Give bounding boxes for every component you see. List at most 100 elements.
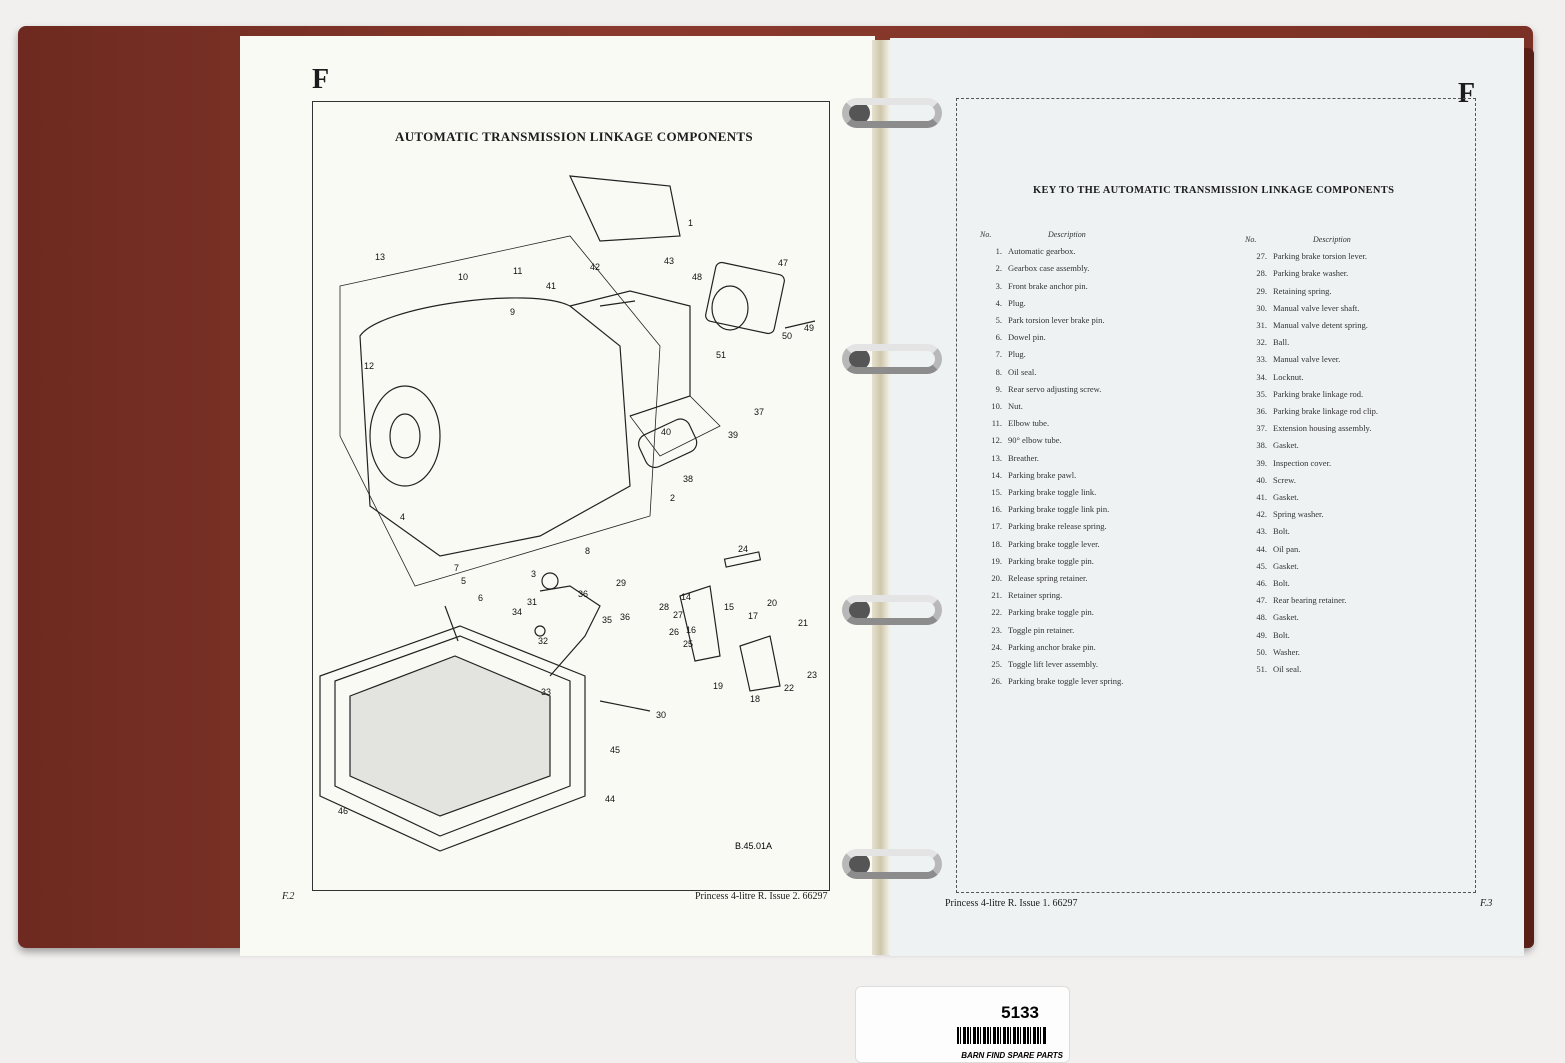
key-item: 1.Automatic gearbox. bbox=[980, 243, 1123, 260]
key-item: 26.Parking brake toggle lever spring. bbox=[980, 673, 1123, 690]
item-number: 38. bbox=[1256, 440, 1267, 451]
callout-number: 44 bbox=[605, 794, 616, 804]
item-number: 32. bbox=[1256, 337, 1267, 348]
callout-number: 20 bbox=[767, 598, 778, 608]
item-number: 33. bbox=[1256, 354, 1267, 365]
key-item: 20.Release spring retainer. bbox=[980, 570, 1123, 587]
item-description: Gasket. bbox=[1273, 560, 1299, 571]
key-item: 49.Bolt. bbox=[1245, 627, 1378, 644]
item-number: 31. bbox=[1256, 320, 1267, 331]
key-title: KEY TO THE AUTOMATIC TRANSMISSION LINKAG… bbox=[1033, 185, 1395, 196]
binder-ring bbox=[842, 595, 942, 625]
callout-number: 22 bbox=[784, 683, 795, 693]
key-item: 42.Spring washer. bbox=[1245, 506, 1378, 523]
item-description: Screw. bbox=[1273, 474, 1296, 485]
item-description: Locknut. bbox=[1273, 371, 1304, 382]
item-description: Parking brake linkage rod clip. bbox=[1273, 406, 1379, 417]
callout-number: 15 bbox=[724, 602, 735, 612]
item-description: Oil seal. bbox=[1273, 664, 1302, 675]
item-number: 42. bbox=[1256, 509, 1267, 520]
key-item: 7.Plug. bbox=[980, 346, 1123, 363]
key-item: 43.Bolt. bbox=[1245, 523, 1378, 540]
item-number: 49. bbox=[1256, 629, 1267, 640]
item-number: 13. bbox=[991, 452, 1002, 463]
key-item: 17.Parking brake release spring. bbox=[980, 518, 1123, 535]
key-item: 32. Ball. bbox=[1245, 334, 1378, 351]
callout-number: 41 bbox=[546, 281, 557, 291]
key-item: 21.Retainer spring. bbox=[980, 587, 1123, 604]
callout-number: 24 bbox=[738, 544, 749, 554]
callout-number: 43 bbox=[664, 256, 675, 266]
item-description: Ball. bbox=[1273, 337, 1290, 348]
key-item: 39.Inspection cover. bbox=[1245, 455, 1378, 472]
key-item: 38.Gasket. bbox=[1245, 437, 1378, 454]
item-description: Plug. bbox=[1008, 297, 1026, 308]
col-no: No. bbox=[1245, 235, 1257, 244]
sticker-text: BARN FIND SPARE PARTS bbox=[961, 1051, 1063, 1060]
item-description: Parking brake linkage rod. bbox=[1273, 388, 1364, 399]
item-number: 34. bbox=[1256, 371, 1267, 382]
section-letter: F bbox=[312, 64, 330, 95]
key-item: 29.Retaining spring. bbox=[1245, 283, 1378, 300]
callout-number: 27 bbox=[673, 610, 684, 620]
key-item: 25.Toggle lift lever assembly. bbox=[980, 656, 1123, 673]
callout-number: 1 bbox=[688, 218, 694, 228]
drawing-ref: B.45.01A bbox=[735, 841, 772, 851]
key-item: 4.Plug. bbox=[980, 295, 1123, 312]
right-page: F KEY TO THE AUTOMATIC TRANSMISSION LINK… bbox=[890, 38, 1524, 956]
key-item: 24.Parking anchor brake pin. bbox=[980, 639, 1123, 656]
key-item: 16.Parking brake toggle link pin. bbox=[980, 501, 1123, 518]
item-number: 3. bbox=[995, 280, 1002, 291]
item-number: 45. bbox=[1256, 560, 1267, 571]
callout-number: 50 bbox=[782, 331, 793, 341]
item-description: Retaining spring. bbox=[1273, 285, 1332, 296]
item-description: Rear servo adjusting screw. bbox=[1008, 383, 1102, 394]
item-description: Bolt. bbox=[1273, 578, 1290, 589]
key-list-right: No.Description 27.Parking brake torsion … bbox=[1245, 231, 1378, 678]
item-number: 12. bbox=[991, 435, 1002, 446]
section-letter: F bbox=[1458, 78, 1476, 109]
item-number: 11. bbox=[991, 418, 1002, 429]
callout-number: 31 bbox=[527, 597, 538, 607]
item-number: 41. bbox=[1256, 492, 1267, 503]
sticker-number: 5133 bbox=[1001, 1003, 1039, 1022]
item-description: Park torsion lever brake pin. bbox=[1008, 315, 1105, 326]
item-number: 1. bbox=[995, 246, 1002, 257]
item-number: 19. bbox=[991, 555, 1002, 566]
item-number: 15. bbox=[991, 487, 1002, 498]
key-item: 51. Oil seal. bbox=[1245, 661, 1378, 678]
item-number: 9. bbox=[995, 383, 1002, 394]
callout-number: 48 bbox=[692, 272, 703, 282]
callout-number: 46 bbox=[338, 806, 349, 816]
callout-number: 42 bbox=[590, 262, 601, 272]
item-number: 50. bbox=[1256, 646, 1267, 657]
key-item: 11.Elbow tube. bbox=[980, 415, 1123, 432]
item-number: 18. bbox=[991, 538, 1002, 549]
key-item: 47.Rear bearing retainer. bbox=[1245, 592, 1378, 609]
page-number: F.2 bbox=[282, 891, 295, 902]
item-number: 30. bbox=[1256, 302, 1267, 313]
item-description: Parking brake pawl. bbox=[1008, 469, 1077, 480]
key-item: 44.Oil pan. bbox=[1245, 541, 1378, 558]
item-number: 14. bbox=[991, 469, 1002, 480]
item-description: 90° elbow tube. bbox=[1008, 435, 1062, 446]
item-description: Toggle pin retainer. bbox=[1008, 624, 1075, 635]
item-number: 23. bbox=[991, 624, 1002, 635]
binder-ring bbox=[842, 849, 942, 879]
item-number: 17. bbox=[991, 521, 1002, 532]
key-item: 40.Screw. bbox=[1245, 472, 1378, 489]
item-number: 51. bbox=[1256, 664, 1267, 675]
callout-number: 51 bbox=[716, 350, 727, 360]
item-number: 36. bbox=[1256, 406, 1267, 417]
key-item: 6.Dowel pin. bbox=[980, 329, 1123, 346]
item-number: 5. bbox=[995, 315, 1002, 326]
item-description: Oil seal. bbox=[1008, 366, 1037, 377]
callout-number: 45 bbox=[610, 745, 621, 755]
item-description: Parking brake toggle link. bbox=[1008, 487, 1097, 498]
callout-number: 39 bbox=[728, 430, 739, 440]
item-description: Release spring retainer. bbox=[1008, 573, 1088, 584]
callout-number: 25 bbox=[683, 639, 694, 649]
key-item: 23. Toggle pin retainer. bbox=[980, 622, 1123, 639]
key-item: 37.Extension housing assembly. bbox=[1245, 420, 1378, 437]
callout-number: 4 bbox=[400, 512, 406, 522]
